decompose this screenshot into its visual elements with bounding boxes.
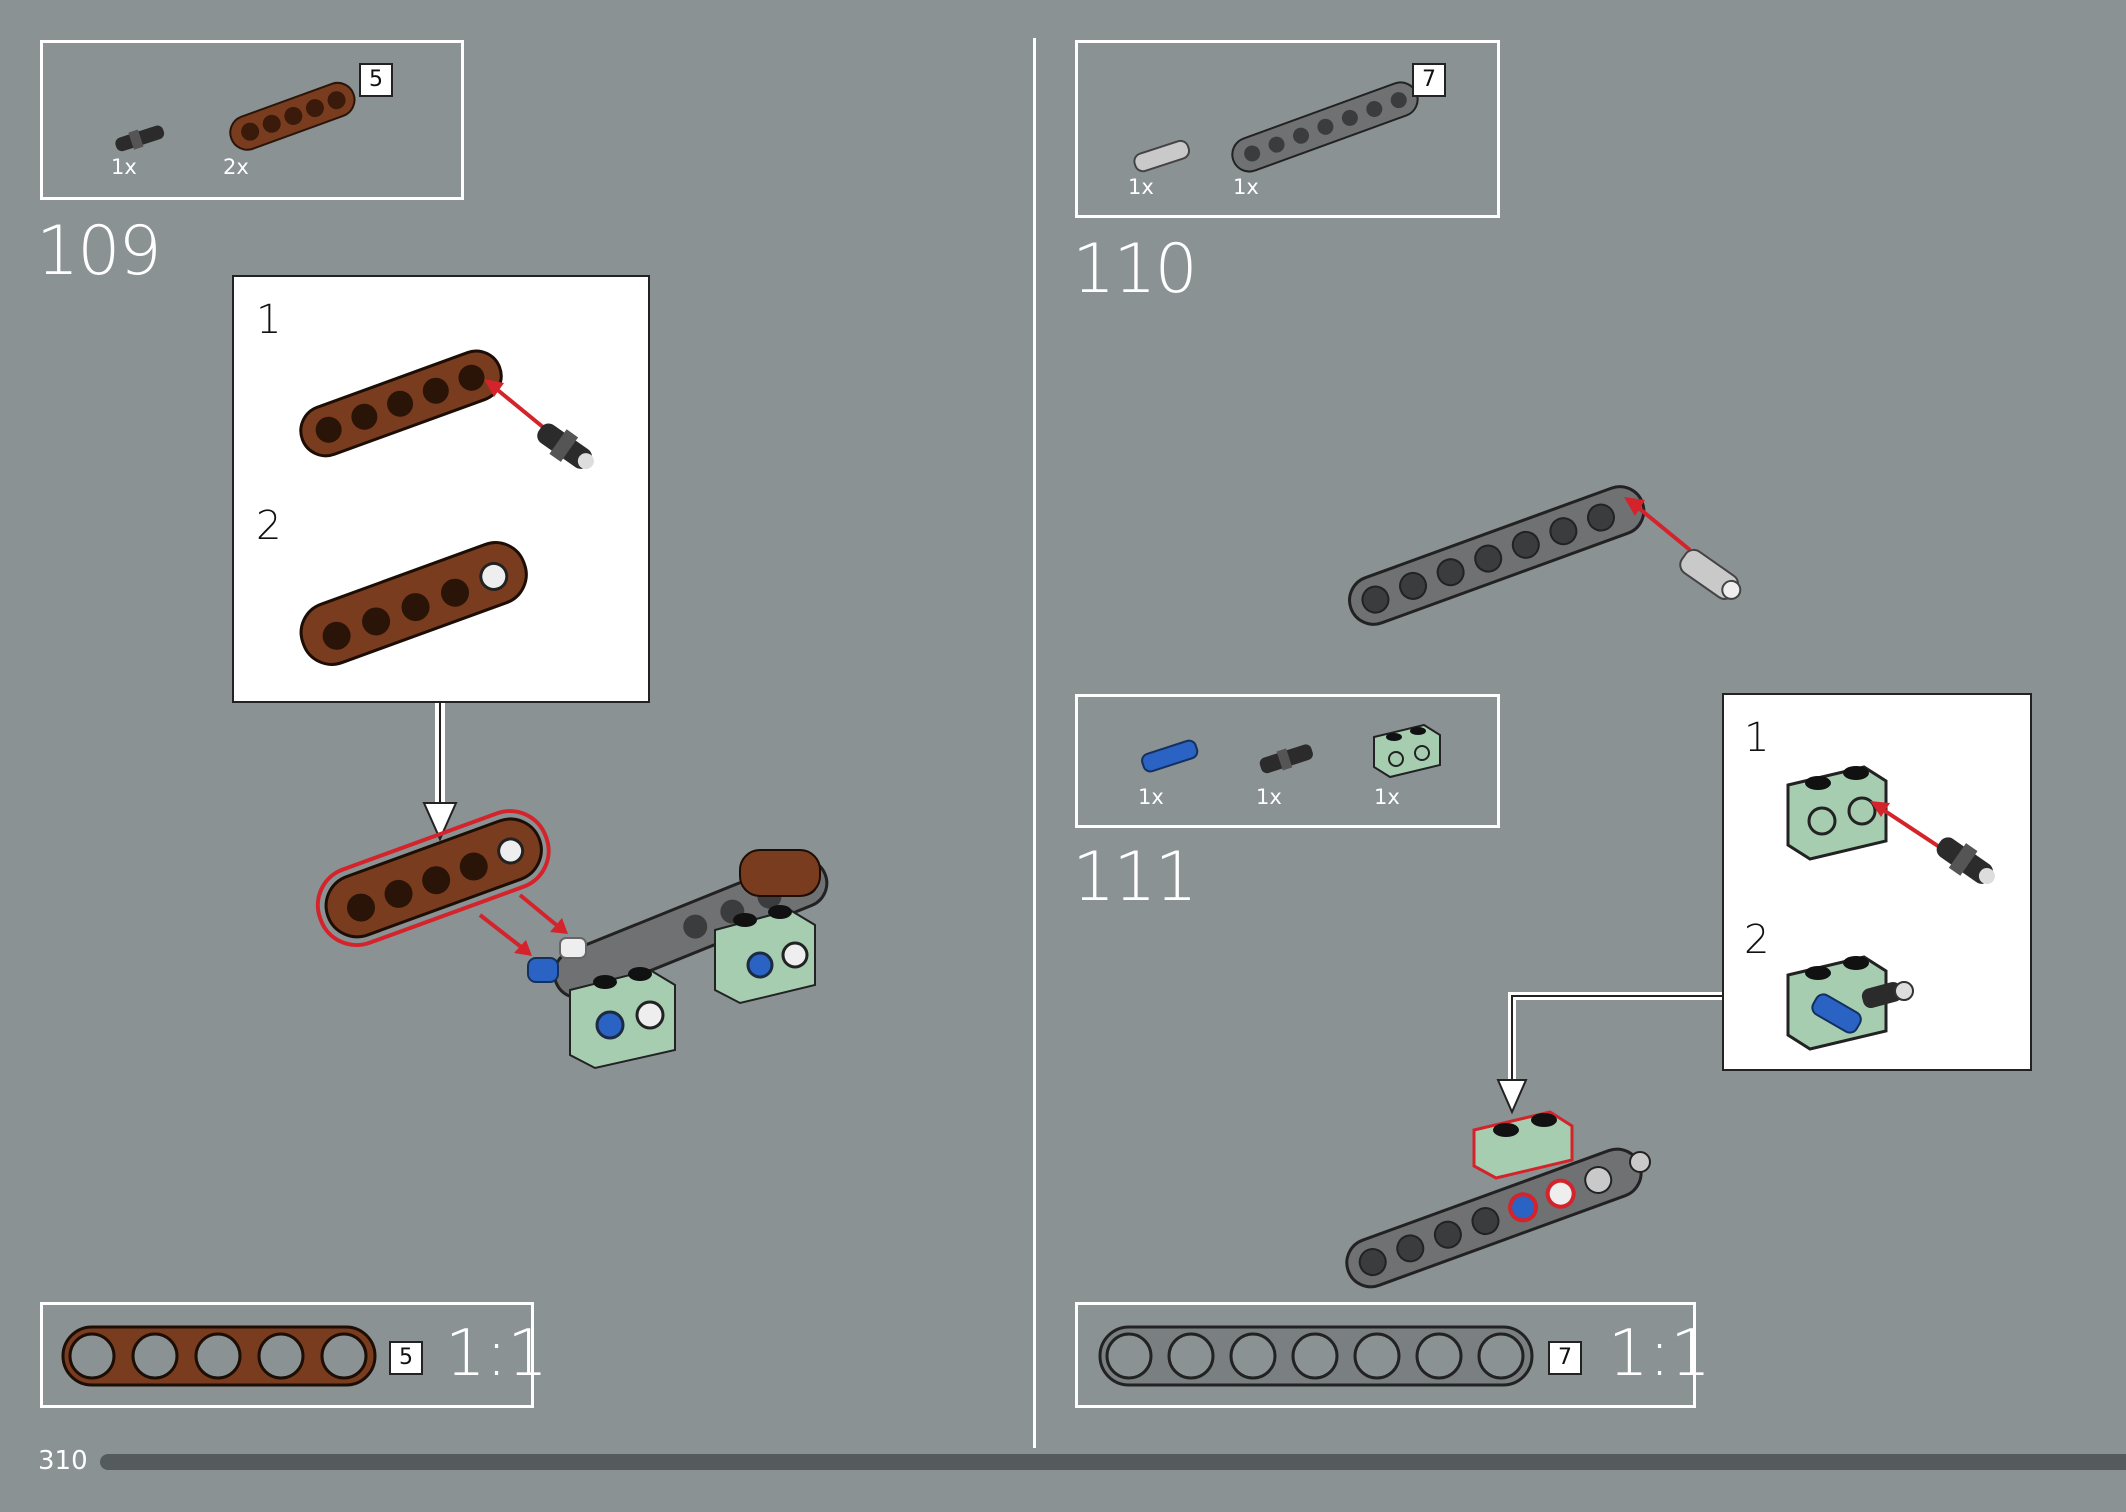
substep-number: 1 (256, 297, 282, 343)
scale-callout-110: 7 1:1 (1075, 1302, 1711, 1408)
scale-ratio: 1:1 (1608, 1317, 1711, 1391)
brick-2-green-part (1373, 723, 1441, 779)
part-length-badge: 5 (359, 63, 393, 97)
beam-5-scale-icon (61, 1325, 377, 1387)
axle-pin-blue-part (1141, 739, 1199, 773)
main-build-110 (1348, 485, 1742, 626)
pin-gray-part (1133, 139, 1191, 173)
parts-callout-110: 1x 1x 7 (1075, 40, 1500, 218)
part-qty: 1x (1138, 785, 1164, 809)
part-qty: 2x (223, 155, 249, 179)
subassembly-inset-109: 1 2 (232, 275, 650, 703)
step-number: 110 (1072, 230, 1198, 309)
part-qty: 1x (1256, 785, 1282, 809)
part-qty: 1x (1128, 175, 1154, 199)
subassembly-inset-111: 1 2 (1722, 693, 2032, 1071)
scale-ratio: 1:1 (445, 1317, 548, 1391)
part-length-badge: 7 (1412, 63, 1446, 97)
progress-bar (100, 1454, 2126, 1470)
step-number: 111 (1072, 838, 1198, 917)
substep-number: 2 (256, 503, 282, 549)
substep-1-illustration (299, 349, 594, 470)
substep-2-illustration (1786, 955, 1914, 1051)
part-qty: 1x (111, 155, 137, 179)
pin-black-part (115, 125, 165, 152)
substep-number: 2 (1744, 917, 1770, 963)
main-build-109 (315, 809, 829, 1070)
main-build-111 (1345, 1110, 1651, 1289)
pin-black-part (1259, 744, 1313, 774)
beam-7-scale-icon (1098, 1325, 1534, 1387)
beam-5-brown-part (229, 81, 356, 151)
scale-length-badge: 5 (389, 1341, 423, 1375)
scale-length-badge: 7 (1548, 1341, 1582, 1375)
substep-2-illustration (299, 541, 528, 666)
parts-callout-111: 1x 1x 1x (1075, 694, 1500, 828)
down-arrow (422, 703, 458, 842)
down-arrow (1496, 992, 1722, 1115)
beam-7-gray-part (1231, 81, 1419, 173)
page-divider (1033, 38, 1036, 1448)
substep-1-illustration (1786, 765, 1995, 885)
substep-number: 1 (1744, 715, 1770, 761)
scale-callout-109: 5 1:1 (40, 1302, 548, 1408)
step-number: 109 (36, 212, 162, 291)
part-qty: 1x (1233, 175, 1259, 199)
parts-callout-109: 1x 2x 5 (40, 40, 464, 200)
page-number: 310 (38, 1446, 88, 1476)
part-qty: 1x (1374, 785, 1400, 809)
